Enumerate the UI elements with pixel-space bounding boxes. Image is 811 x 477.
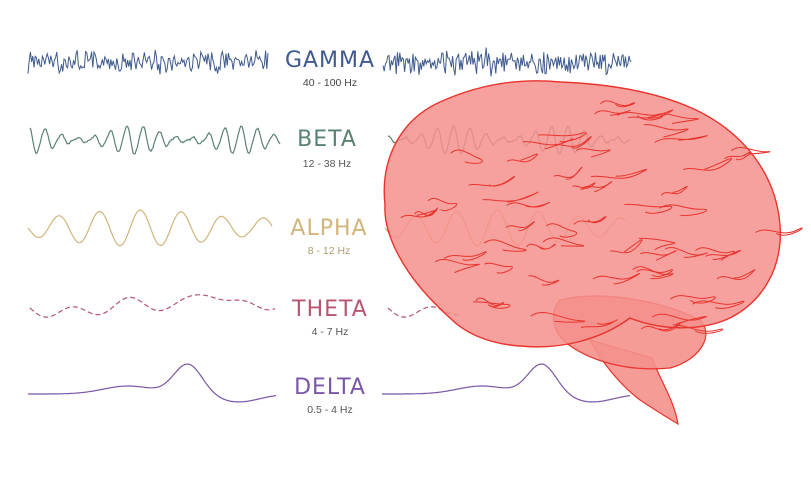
brain-fold xyxy=(506,201,551,208)
brain-fold xyxy=(651,313,707,325)
brain-fold xyxy=(443,251,487,261)
brain-fold xyxy=(542,237,585,247)
brain-fold xyxy=(624,203,673,214)
alpha-frequency: 8 - 12 Hz xyxy=(307,245,351,257)
brain-fold xyxy=(610,239,643,254)
brain-fold xyxy=(538,132,587,143)
brain-fold xyxy=(556,136,592,149)
brain-fold xyxy=(573,216,607,225)
brain-fold xyxy=(695,247,735,261)
delta-wave-trace xyxy=(382,363,631,403)
brain-fold xyxy=(530,311,586,323)
gamma-label: GAMMA xyxy=(284,48,376,73)
cerebrum xyxy=(383,80,782,348)
brain-fold xyxy=(600,100,636,108)
theta-wave-trace xyxy=(29,294,276,318)
brain-fold xyxy=(434,258,480,274)
brain-fold xyxy=(427,197,458,212)
brain-fold xyxy=(672,324,724,334)
brain-fold xyxy=(632,266,674,280)
brain-fold xyxy=(528,275,560,286)
brain-fold xyxy=(705,249,742,261)
brain-fold xyxy=(640,250,677,261)
brain-fold xyxy=(506,153,538,163)
beta-label: BETA xyxy=(297,127,357,152)
brain-fold xyxy=(450,149,483,164)
brain-fold xyxy=(553,166,583,180)
gamma-wave-trace xyxy=(27,49,269,75)
brain-fold xyxy=(505,221,535,232)
alpha-wave-trace xyxy=(27,209,273,247)
brain-fold xyxy=(636,269,673,277)
theta-frequency: 4 - 7 Hz xyxy=(311,326,349,338)
brain-fold xyxy=(664,247,708,258)
brain-fold xyxy=(716,269,756,280)
brain-fold xyxy=(670,295,716,304)
brain-fold xyxy=(730,147,771,155)
brain-fold xyxy=(755,227,803,236)
brain-fold xyxy=(576,148,611,158)
brain-fold xyxy=(640,322,682,332)
brain-fold xyxy=(643,124,689,138)
brain-fold xyxy=(592,273,641,285)
delta-label: DELTA xyxy=(294,375,366,400)
brain-fold xyxy=(546,223,578,238)
brain-fold xyxy=(659,204,708,217)
brain-fold xyxy=(580,181,613,193)
brain-fold xyxy=(682,157,733,171)
brain-fold xyxy=(591,168,648,179)
gamma-frequency: 40 - 100 Hz xyxy=(302,77,358,89)
brain-fold xyxy=(482,191,539,203)
brain-fold xyxy=(475,297,505,308)
brain-fold xyxy=(692,300,745,309)
theta-label: THETA xyxy=(292,297,368,322)
brain-fold xyxy=(483,239,527,252)
brain-fold xyxy=(400,209,438,219)
brain-fold xyxy=(660,185,688,196)
brain-fold xyxy=(473,301,511,309)
delta-frequency: 0.5 - 4 Hz xyxy=(307,404,353,416)
brain-fold xyxy=(484,262,513,274)
gamma-wave-trace xyxy=(382,47,632,77)
beta-frequency: 12 - 38 Hz xyxy=(302,158,352,170)
brain-fold xyxy=(650,113,699,124)
brain-fold xyxy=(724,151,751,161)
brain-fold xyxy=(581,319,618,328)
brain-fold xyxy=(654,135,708,143)
brain-folds xyxy=(400,100,803,334)
brain-fold xyxy=(594,110,631,116)
beta-wave-trace xyxy=(29,125,281,155)
brain-fold xyxy=(468,176,516,187)
brain-fold xyxy=(526,243,556,250)
alpha-label: ALPHA xyxy=(290,216,368,241)
brain-fold xyxy=(638,237,676,251)
delta-wave-trace xyxy=(28,363,277,403)
